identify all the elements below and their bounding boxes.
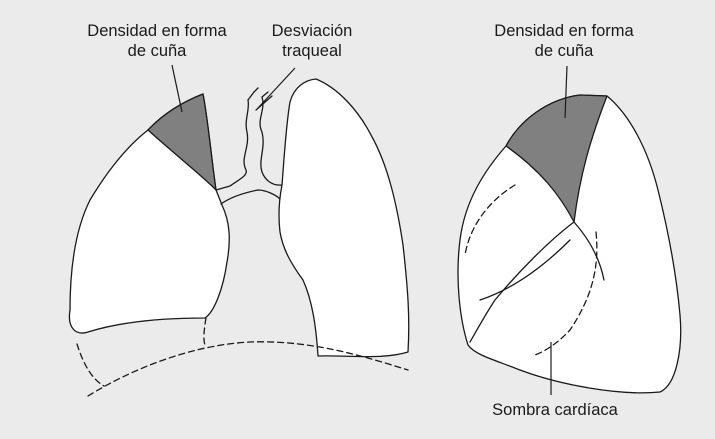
frontal-wedge-label-line1: Densidad en forma bbox=[73, 21, 241, 41]
frontal-left-lung bbox=[279, 79, 409, 357]
frontal-wedge-label: Densidad en forma de cuña bbox=[73, 21, 241, 61]
trachea bbox=[216, 100, 248, 190]
cardiac-shadow-label: Sombra cardíaca bbox=[480, 400, 630, 420]
cardiac-shadow-label-line1: Sombra cardíaca bbox=[480, 400, 630, 420]
tracheal-deviation-label: Desviación traqueal bbox=[252, 21, 372, 61]
tracheal-deviation-label-line2: traqueal bbox=[252, 41, 372, 61]
lateral-wedge-label-line2: de cuña bbox=[480, 41, 648, 61]
tracheal-deviation-label-line1: Desviación bbox=[252, 21, 372, 41]
frontal-wedge-label-line2: de cuña bbox=[73, 41, 241, 61]
frontal-wedge-leader bbox=[172, 65, 182, 112]
lateral-wedge-label-line1: Densidad en forma bbox=[480, 21, 648, 41]
lateral-wedge-label: Densidad en forma de cuña bbox=[480, 21, 648, 61]
